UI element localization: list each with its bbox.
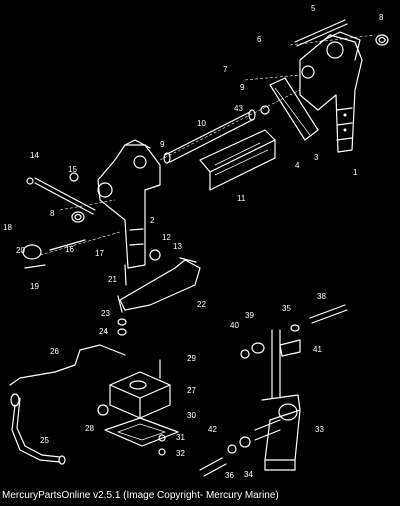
callout-33: 33 [315, 425, 324, 434]
part-hoses [9, 344, 126, 465]
callout-11: 11 [237, 194, 246, 203]
callout-12: 12 [162, 233, 171, 242]
callout-24: 24 [99, 327, 108, 336]
callout-9b: 9 [160, 140, 165, 149]
part-valve-block [104, 359, 179, 447]
callout-31: 31 [176, 433, 185, 442]
part-tilt-lock-lever [117, 257, 201, 313]
callout-36: 36 [225, 471, 234, 480]
callout-21: 21 [108, 275, 117, 284]
callout-32: 32 [176, 449, 185, 458]
part-tilt-tube [163, 109, 256, 164]
callout-13: 13 [173, 242, 182, 251]
part-washers [69, 34, 389, 261]
part-small-fasteners [97, 318, 166, 456]
part-trim-cylinder [254, 329, 301, 471]
callout-7: 7 [223, 65, 228, 74]
part-knob [22, 244, 42, 260]
callout-25: 25 [40, 436, 49, 445]
callout-30: 30 [187, 411, 196, 420]
callout-4: 4 [295, 161, 300, 170]
part-pins [199, 304, 348, 477]
callout-19: 19 [30, 282, 39, 291]
callout-23: 23 [101, 309, 110, 318]
callout-42: 42 [208, 425, 217, 434]
callout-10: 10 [197, 119, 206, 128]
callout-22: 22 [197, 300, 206, 309]
part-swivel-bracket-left [97, 139, 161, 269]
callout-38: 38 [317, 292, 326, 301]
callout-39: 39 [245, 311, 254, 320]
callout-28: 28 [85, 424, 94, 433]
callout-27: 27 [187, 386, 196, 395]
callout-5: 5 [311, 4, 316, 13]
callout-17: 17 [95, 249, 104, 258]
callout-29: 29 [187, 354, 196, 363]
callout-43: 43 [234, 104, 243, 113]
assembly-lines [39, 34, 376, 256]
callout-8: 8 [379, 13, 384, 22]
callout-40: 40 [230, 321, 239, 330]
callout-6: 6 [257, 35, 262, 44]
part-plate [269, 77, 319, 141]
callout-16: 16 [65, 245, 74, 254]
callout-labels: 1 2 3 4 5 6 7 8 8 9 9 10 11 12 13 14 15 … [3, 4, 384, 480]
callout-2: 2 [150, 216, 155, 225]
callout-41: 41 [313, 345, 322, 354]
callout-18: 18 [3, 223, 12, 232]
part-spacer [199, 129, 276, 191]
part-bolts [24, 19, 348, 286]
callout-20: 20 [16, 246, 25, 255]
callout-15: 15 [68, 165, 77, 174]
callout-35: 35 [282, 304, 291, 313]
callout-34: 34 [244, 470, 253, 479]
callout-9: 9 [240, 83, 245, 92]
callout-14: 14 [30, 151, 39, 160]
callout-3: 3 [314, 153, 319, 162]
callout-1: 1 [353, 168, 358, 177]
image-caption: MercuryPartsOnline v2.5.1 (Image Copyrig… [2, 490, 279, 501]
callout-8b: 8 [50, 209, 55, 218]
part-swivel-bracket-right [299, 31, 363, 153]
callout-26: 26 [50, 347, 59, 356]
